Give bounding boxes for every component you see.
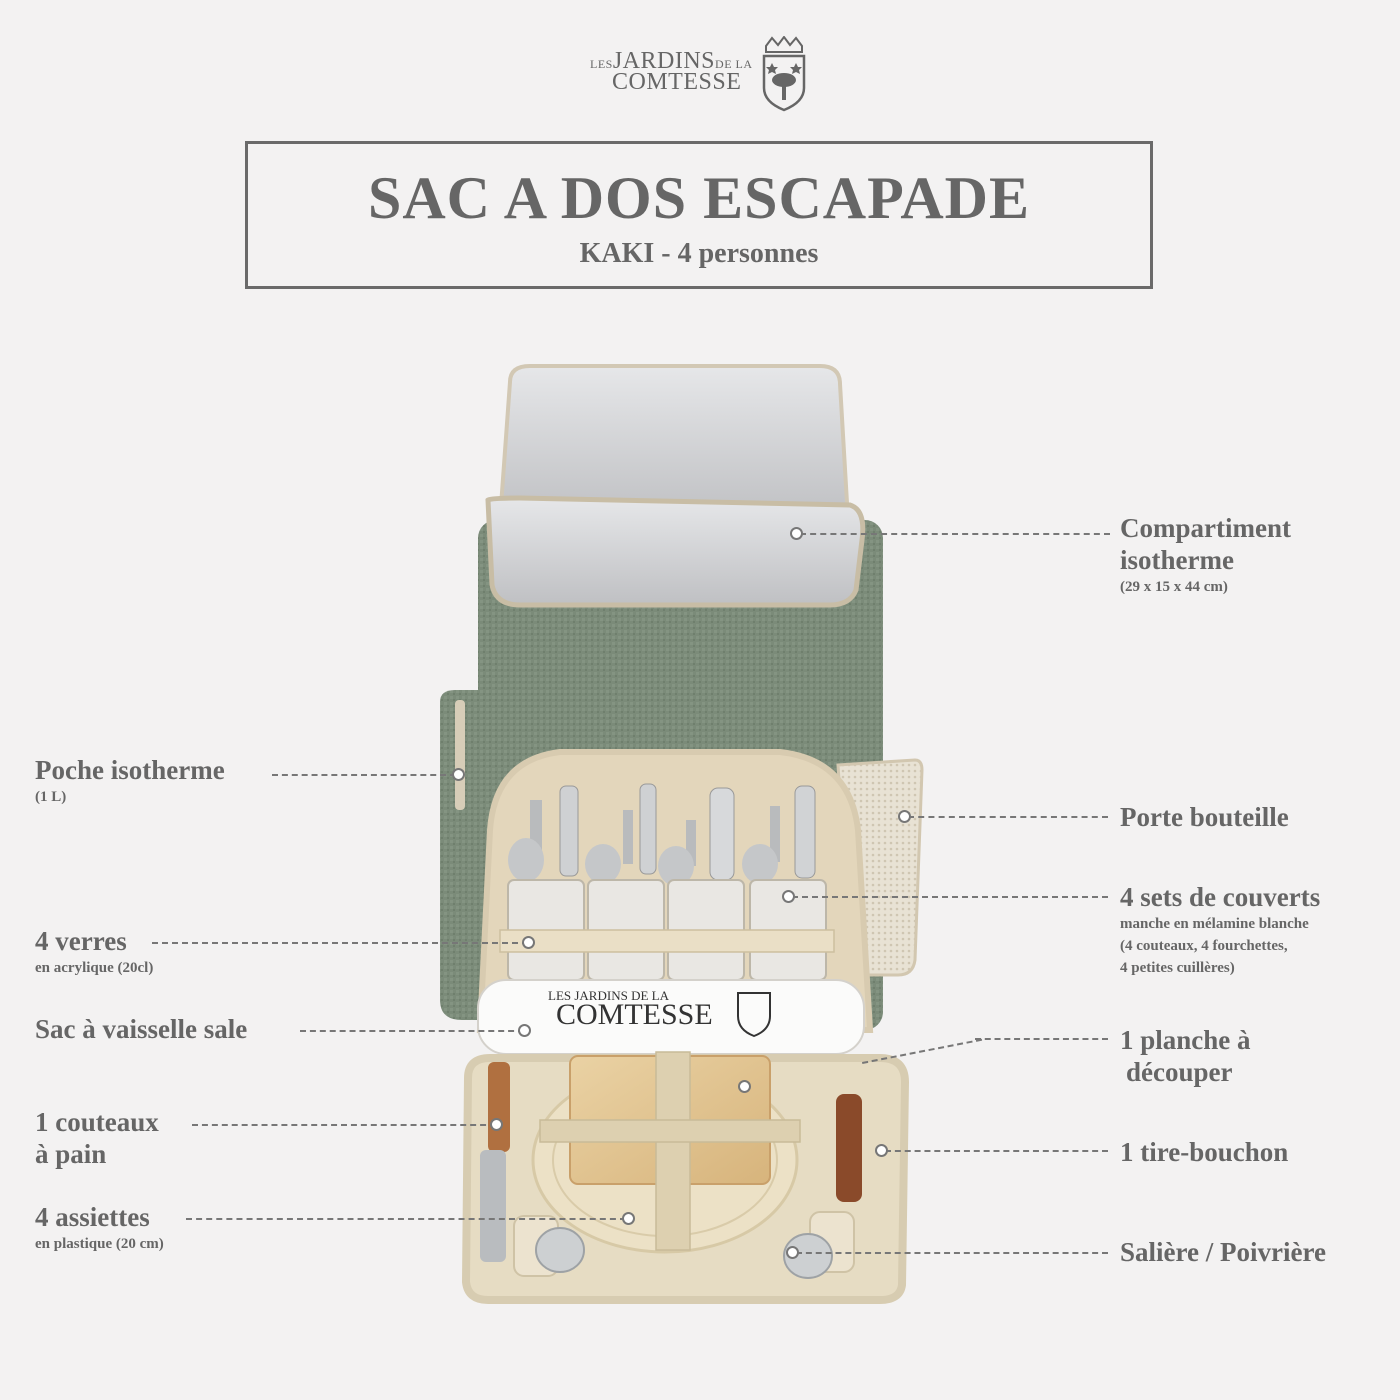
dot-tire-bouchon: [875, 1144, 888, 1157]
saliere-title: Salière / Poivrière: [1120, 1237, 1326, 1267]
couverts-note2: (4 couteaux, 4 fourchettes,: [1120, 938, 1288, 954]
dish-bag-logo-line2: COMTESSE: [556, 998, 713, 1031]
leader-assiettes: [186, 1218, 626, 1220]
front-compartment: LES JARDINS DE LA COMTESSE: [476, 749, 874, 1055]
planche-line1: 1 planche à: [1120, 1025, 1251, 1055]
page-subtitle: KAKI - 4 personnes: [579, 238, 819, 269]
dot-couverts: [782, 890, 795, 903]
label-compartiment: Compartiment isotherme (29 x 15 x 44 cm): [1120, 512, 1291, 598]
compartiment-dimensions: (29 x 15 x 44 cm): [1120, 579, 1228, 595]
dot-porte-bouteille: [898, 810, 911, 823]
dot-assiettes: [622, 1212, 635, 1225]
cutlery-set: [508, 783, 816, 886]
leader-porte-bouteille: [908, 816, 1108, 818]
label-saliere: Salière / Poivrière: [1120, 1236, 1326, 1268]
title-box: SAC A DOS ESCAPADE KAKI - 4 personnes: [245, 141, 1153, 289]
dish-bag-logo-line1: LES JARDINS DE LA: [548, 988, 670, 1003]
verres-title: 4 verres: [35, 926, 127, 956]
bread-knife: [488, 1062, 510, 1152]
poche-title: Poche isotherme: [35, 755, 225, 785]
label-couteau-pain: 1 couteaux à pain: [35, 1106, 159, 1170]
couteau-pain-line1: 1 couteaux: [35, 1107, 159, 1137]
couverts-note1: manche en mélamine blanche: [1120, 916, 1309, 932]
salt-pepper-shakers: [513, 1211, 855, 1279]
leader-planche: [975, 1038, 1108, 1040]
label-assiettes: 4 assiettes en plastique (20 cm): [35, 1201, 164, 1255]
label-porte-bouteille: Porte bouteille: [1120, 801, 1289, 833]
dot-planche: [738, 1080, 751, 1093]
dot-verres: [522, 936, 535, 949]
compartiment-line1: Compartiment: [1120, 513, 1291, 543]
leader-verres: [152, 942, 528, 944]
leader-saliere: [796, 1252, 1108, 1254]
assiettes-note: en plastique (20 cm): [35, 1236, 164, 1252]
logo-text-dela: DE LA: [715, 57, 753, 71]
lower-panel: [461, 1051, 910, 1304]
brand-wordmark: LESJARDINSDE LA COMTESSE: [590, 48, 753, 96]
dot-poche: [452, 768, 465, 781]
corkscrew: [836, 1094, 862, 1202]
label-planche: 1 planche à découper: [1120, 1024, 1251, 1088]
couverts-title: 4 sets de couverts: [1120, 882, 1321, 912]
page-title: SAC A DOS ESCAPADE: [367, 165, 1031, 231]
assiettes-title: 4 assiettes: [35, 1202, 150, 1232]
crest-icon: [762, 36, 806, 112]
sac-vaisselle-title: Sac à vaisselle sale: [35, 1014, 248, 1044]
planche-line2: découper: [1126, 1057, 1233, 1087]
label-poche: Poche isotherme (1 L): [35, 754, 225, 808]
dot-couteau-pain: [490, 1118, 503, 1131]
couverts-note3: 4 petites cuillères): [1120, 960, 1235, 976]
tire-bouchon-title: 1 tire-bouchon: [1120, 1137, 1289, 1167]
leader-couverts: [792, 896, 1108, 898]
leader-sac-vaisselle: [300, 1030, 524, 1032]
logo-text-jardins: JARDINS: [612, 48, 716, 74]
leader-couteau-pain: [192, 1124, 496, 1126]
dot-saliere: [786, 1246, 799, 1259]
label-sac-vaisselle: Sac à vaisselle sale: [35, 1013, 247, 1045]
porte-bouteille-title: Porte bouteille: [1120, 802, 1289, 832]
brand-logo: LESJARDINSDE LA COMTESSE: [590, 36, 815, 116]
dish-bag: LES JARDINS DE LA COMTESSE: [477, 979, 865, 1055]
couteau-pain-line2: à pain: [35, 1139, 107, 1169]
label-verres: 4 verres en acrylique (20cl): [35, 925, 153, 979]
glasses: [499, 879, 835, 981]
verres-note: en acrylique (20cl): [35, 960, 154, 976]
poche-note: (1 L): [35, 789, 67, 805]
insulated-compartment: [485, 364, 866, 608]
leader-poche: [272, 774, 456, 776]
label-tire-bouchon: 1 tire-bouchon: [1120, 1136, 1288, 1168]
leader-compartiment: [800, 533, 1110, 535]
compartiment-line2: isotherme: [1120, 545, 1234, 575]
dot-sac-vaisselle: [518, 1024, 531, 1037]
dot-compartiment: [790, 527, 803, 540]
logo-text-les: LES: [590, 57, 613, 71]
leader-tire-bouchon: [885, 1150, 1108, 1152]
label-couverts: 4 sets de couverts manche en mélamine bl…: [1120, 881, 1320, 979]
logo-text-comtesse: COMTESSE: [612, 69, 742, 95]
